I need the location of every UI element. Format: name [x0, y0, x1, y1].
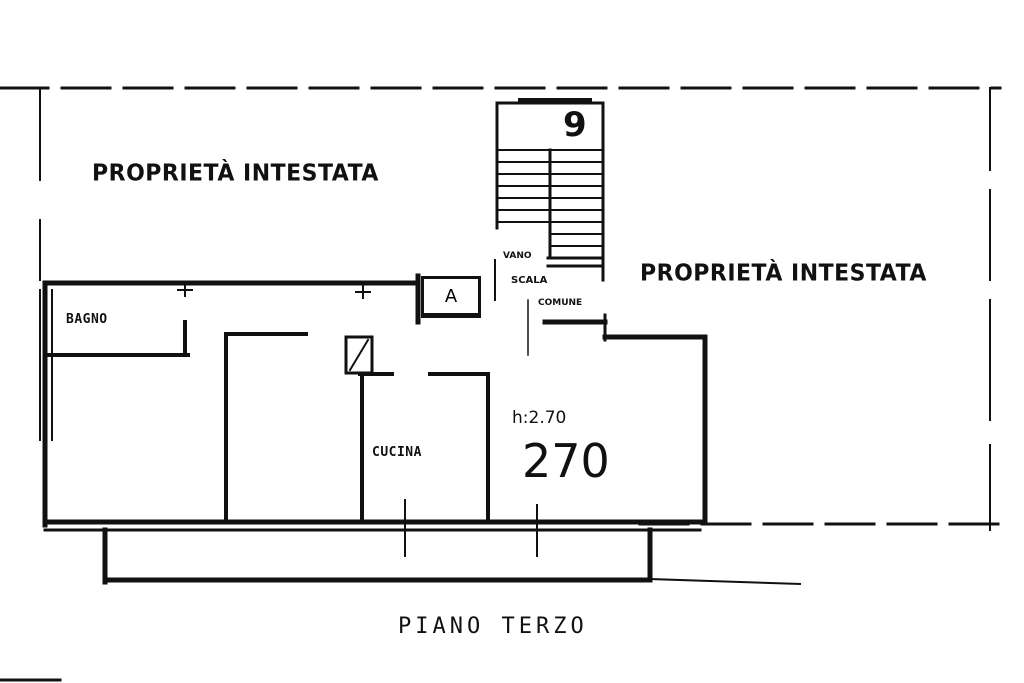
interior-walls: [224, 332, 490, 524]
property-boundary-dashed: [0, 86, 1007, 526]
room-label-bathroom: BAGNO: [66, 312, 108, 327]
stairwell: [495, 101, 605, 282]
stair-label-comune: COMUNE: [538, 298, 583, 308]
stair-label-vano: VANO: [503, 251, 532, 261]
stair-label-scala: SCALA: [511, 275, 548, 286]
room-label-kitchen: CUCINA: [372, 445, 422, 460]
lift-box: A: [421, 276, 481, 318]
lift-label: A: [444, 285, 458, 307]
bathroom-walls: [43, 320, 190, 357]
ceiling-height-large: 270: [522, 434, 610, 488]
stair-number: 9: [563, 105, 587, 145]
drawing-title: PIANO TERZO: [398, 614, 588, 639]
ceiling-height-label: h:2.70: [512, 408, 567, 428]
property-label-left: PROPRIETÀ INTESTATA: [92, 160, 379, 187]
apartment-walls: [42, 273, 708, 528]
balcony: [102, 527, 653, 585]
stair-treads: [496, 149, 604, 247]
property-label-right: PROPRIETÀ INTESTATA: [640, 260, 927, 287]
